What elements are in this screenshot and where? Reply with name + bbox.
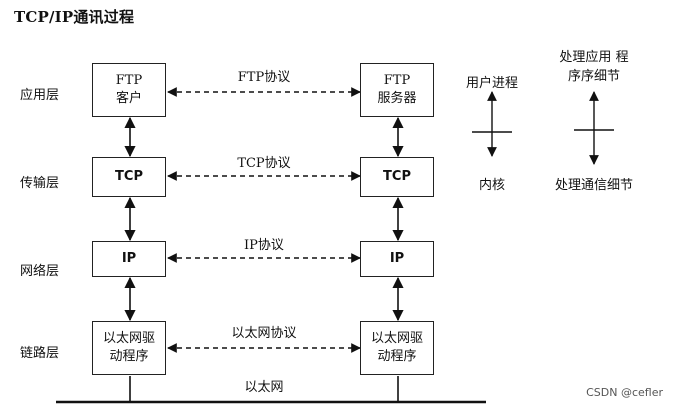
ethernet-label: 以太网	[244, 380, 284, 395]
layer-label-transport: 传输层	[20, 176, 60, 191]
tcp-protocol-label: TCP协议	[237, 156, 291, 171]
left-ip-label: IP	[121, 251, 137, 266]
ip-protocol-label: IP协议	[244, 238, 284, 253]
ftp-protocol-label: FTP协议	[237, 70, 291, 85]
right-app-line-1: FTP	[383, 73, 411, 88]
right-tcp-label: TCP	[383, 169, 411, 184]
right-tcp-box: TCP	[360, 157, 434, 197]
watermark: CSDN @cefler	[586, 386, 663, 399]
layer-label-application: 应用层	[20, 88, 60, 103]
left-app-line-2: 客户	[115, 91, 142, 106]
left-tcp-box: TCP	[92, 157, 166, 197]
left-ethernet-driver-box: 以太网驱动程序	[92, 321, 166, 375]
layer-label-network: 网络层	[20, 264, 60, 279]
right-ethernet-driver-box: 以太网驱动程序	[360, 321, 434, 375]
left-tcp-label: TCP	[115, 169, 143, 184]
right-app-line-2: 服务器	[377, 91, 417, 106]
legend-app-detail-line-2: 程序序细节	[567, 50, 629, 84]
left-link-line-1: 以太网驱	[102, 331, 155, 346]
page-title: TCP/IP通讯过程	[14, 8, 135, 26]
legend-app-detail: 处理应用 程序序细节	[558, 48, 630, 86]
layer-label-link: 链路层	[20, 346, 60, 361]
left-ip-box: IP	[92, 241, 166, 277]
right-ip-label: IP	[389, 251, 405, 266]
ethernet-protocol-label: 以太网协议	[231, 326, 297, 341]
legend-app-detail-line-1: 处理应用	[559, 50, 612, 65]
right-ip-box: IP	[360, 241, 434, 277]
right-link-line-2: 动程序	[377, 349, 417, 364]
legend-kernel: 内核	[478, 178, 505, 193]
left-app-line-1: FTP	[115, 73, 143, 88]
left-ftp-client-box: FTP 客户	[92, 63, 166, 117]
left-link-line-2: 动程序	[109, 349, 149, 364]
right-link-line-1: 以太网驱	[370, 331, 423, 346]
right-ftp-server-box: FTP 服务器	[360, 63, 434, 117]
legend-user-process: 用户进程	[465, 76, 518, 91]
legend-comm-detail: 处理通信细节	[554, 178, 633, 193]
